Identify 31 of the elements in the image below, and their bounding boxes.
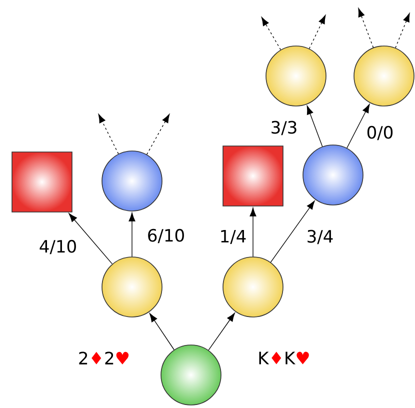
dashed-arrow (98, 114, 119, 154)
arrow (250, 208, 256, 257)
dashed-arrow (308, 15, 326, 49)
edge-label: 0/0 (365, 124, 395, 142)
arrow (128, 212, 136, 257)
arrow (306, 106, 323, 147)
dashed-arrow (261, 16, 282, 50)
dashed-arrow (146, 114, 170, 155)
edge-label: 2♦2♥ (76, 350, 132, 366)
edge-label: K♦K♥ (256, 350, 312, 366)
dashed-arrow (358, 8, 374, 48)
arrow (149, 313, 174, 350)
edge-label: 3/4 (305, 228, 335, 246)
ball (266, 46, 326, 106)
ball (354, 46, 414, 106)
dashed-arrow (395, 13, 410, 48)
edge-label: 3/3 (269, 120, 299, 136)
arrow (346, 104, 370, 148)
edge-label: 6/10 (146, 228, 186, 244)
arrow (208, 312, 235, 350)
arrow (270, 200, 315, 263)
ball (302, 144, 364, 206)
ball (160, 344, 222, 406)
square-box (12, 152, 72, 212)
edge-label: 4/10 (38, 238, 78, 256)
ball (102, 150, 162, 212)
ball (102, 256, 162, 318)
edge-label: 1/4 (218, 229, 248, 245)
ball (222, 256, 284, 318)
arrow (68, 213, 113, 264)
square-box (222, 146, 284, 206)
